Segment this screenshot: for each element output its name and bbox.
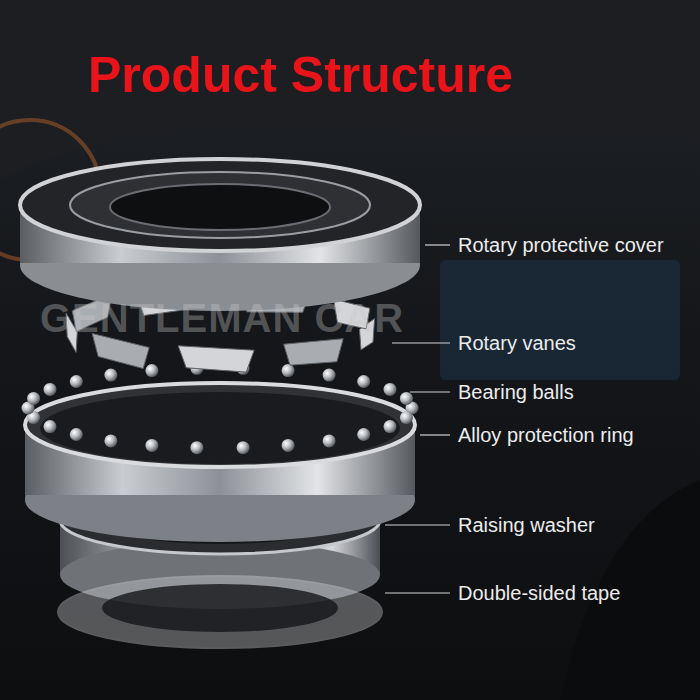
page-title: Product Structure — [88, 48, 513, 103]
watermark: GENTLEMAN CAR — [40, 296, 404, 340]
part-label: Bearing balls — [458, 380, 574, 404]
illustration-shape — [425, 244, 450, 245]
illustration-shape — [400, 411, 413, 424]
illustration-shape — [104, 434, 117, 447]
part-label: Rotary protective cover — [458, 233, 664, 257]
illustration-shape — [0, 0, 700, 180]
illustration-shape — [282, 439, 295, 452]
illustration-shape — [392, 342, 450, 343]
part-label: Double-sided tape — [458, 581, 620, 605]
part-label: Rotary vanes — [458, 331, 576, 355]
illustration-shape — [25, 383, 415, 467]
illustration-shape — [27, 392, 40, 405]
illustration-shape — [145, 439, 158, 452]
illustration-shape — [40, 392, 400, 464]
illustration-shape — [284, 339, 344, 366]
illustration-shape — [410, 391, 450, 392]
illustration-shape — [323, 369, 336, 382]
part-label: Raising washer — [458, 513, 595, 537]
illustration-shape — [385, 592, 450, 593]
illustration-shape — [20, 159, 420, 251]
rotary-protective-cover — [20, 159, 420, 311]
illustration-shape — [70, 172, 370, 238]
illustration-shape — [420, 434, 450, 435]
illustration-shape — [58, 576, 382, 648]
illustration-shape — [385, 524, 450, 525]
illustration-shape — [384, 420, 397, 433]
illustration-shape — [102, 584, 338, 632]
illustration-shape — [282, 364, 295, 377]
part-label: Alloy protection ring — [458, 423, 634, 447]
illustration-shape — [357, 428, 370, 441]
illustration-shape — [178, 346, 254, 372]
illustration-shape — [323, 434, 336, 447]
illustration-shape — [145, 364, 158, 377]
alloy-protection-ring — [25, 383, 415, 542]
illustration-shape — [440, 260, 680, 380]
illustration-shape — [44, 420, 57, 433]
illustration-shape — [357, 375, 370, 388]
illustration-shape — [70, 375, 83, 388]
illustration-shape — [384, 383, 397, 396]
double-sided-tape — [58, 576, 382, 648]
illustration-shape — [400, 392, 413, 405]
illustration-shape — [190, 441, 203, 454]
illustration-shape — [70, 428, 83, 441]
bearing-balls — [22, 362, 419, 454]
illustration-shape — [44, 383, 57, 396]
illustration-shape — [110, 184, 330, 230]
illustration-shape — [104, 369, 117, 382]
illustration-shape — [237, 441, 250, 454]
